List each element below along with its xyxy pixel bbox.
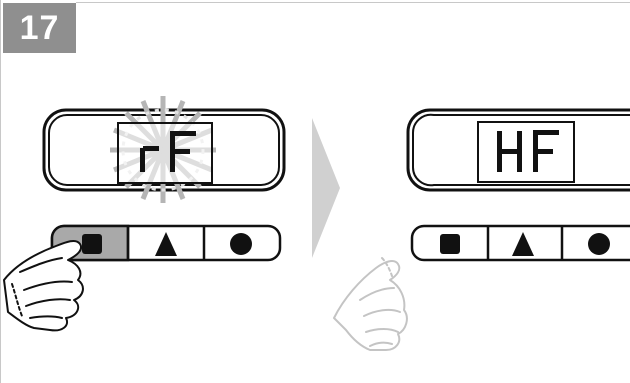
stop-button-before[interactable]	[82, 234, 102, 254]
stop-button-after[interactable]	[440, 234, 460, 254]
down-button-before[interactable]	[230, 233, 252, 255]
square-icon	[440, 234, 460, 254]
down-button-after[interactable]	[588, 233, 610, 255]
square-icon	[82, 234, 102, 254]
remote-display-after	[408, 110, 630, 190]
circle-icon	[588, 233, 610, 255]
released-hand-icon	[334, 258, 407, 350]
pressing-hand-icon	[4, 241, 83, 330]
digit-window-after	[478, 122, 574, 182]
digit-window-before	[118, 123, 212, 183]
circle-icon	[230, 233, 252, 255]
button-bar-before	[52, 226, 280, 260]
remote-display-before	[44, 96, 284, 203]
button-bar-after	[412, 226, 630, 260]
transition-arrow-icon	[312, 118, 340, 258]
